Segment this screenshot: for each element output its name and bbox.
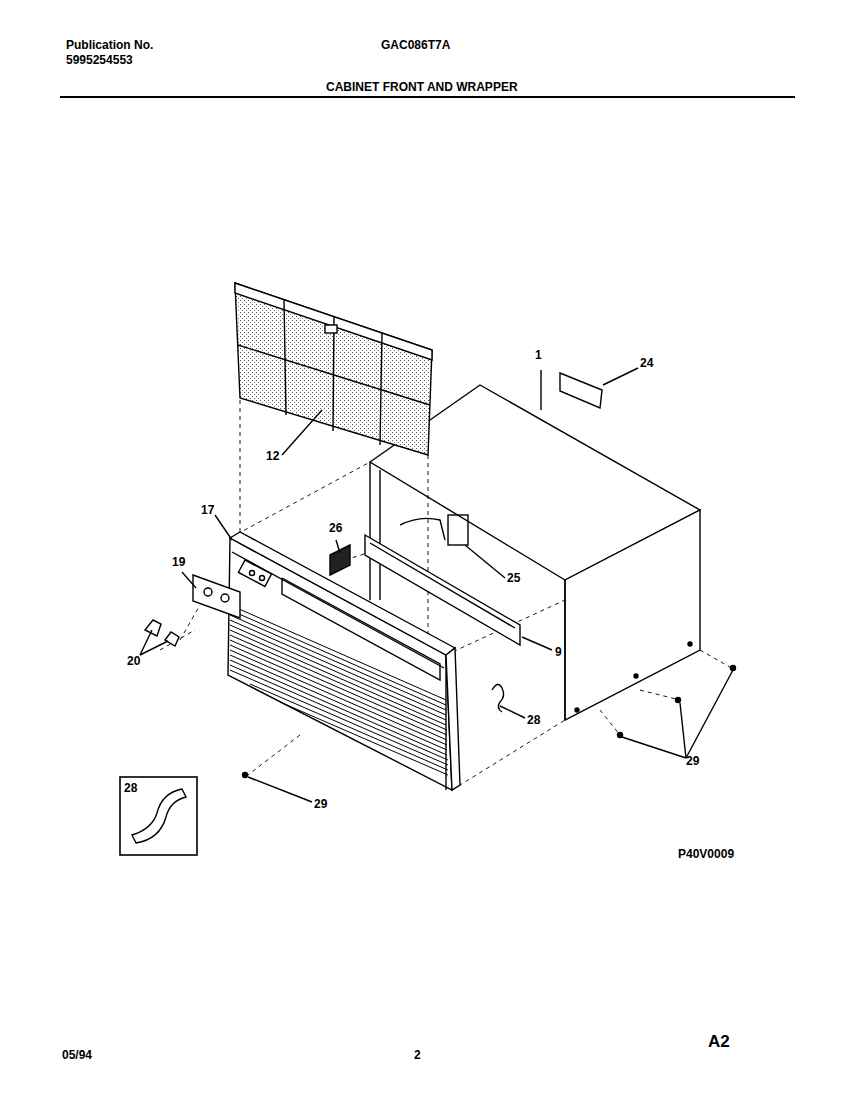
- publication-number: 5995254553: [66, 53, 133, 67]
- callout-number: 9: [555, 645, 562, 659]
- publication-label: Publication No.: [66, 38, 153, 52]
- callout-number: 26: [329, 521, 342, 535]
- callout-number: 24: [640, 356, 653, 370]
- callout-number: 29: [686, 754, 699, 768]
- callout-number: 29: [314, 797, 327, 811]
- callout-number: 20: [127, 654, 140, 668]
- callout-number: 12: [266, 449, 279, 463]
- callout-number: 19: [172, 555, 185, 569]
- callout-number: 28: [527, 713, 540, 727]
- page-code: A2: [708, 1035, 730, 1049]
- callout-number: 17: [201, 503, 214, 517]
- drawing-code: P40V0009: [678, 847, 734, 861]
- model-number: GAC086T7A: [381, 38, 450, 52]
- callout-number: 25: [507, 571, 520, 585]
- callout-number: 1: [535, 348, 542, 362]
- page-number: 2: [414, 1048, 421, 1062]
- page-title: CABINET FRONT AND WRAPPER: [326, 80, 518, 94]
- date-code: 05/94: [62, 1048, 92, 1062]
- callout-number: 28: [124, 781, 137, 795]
